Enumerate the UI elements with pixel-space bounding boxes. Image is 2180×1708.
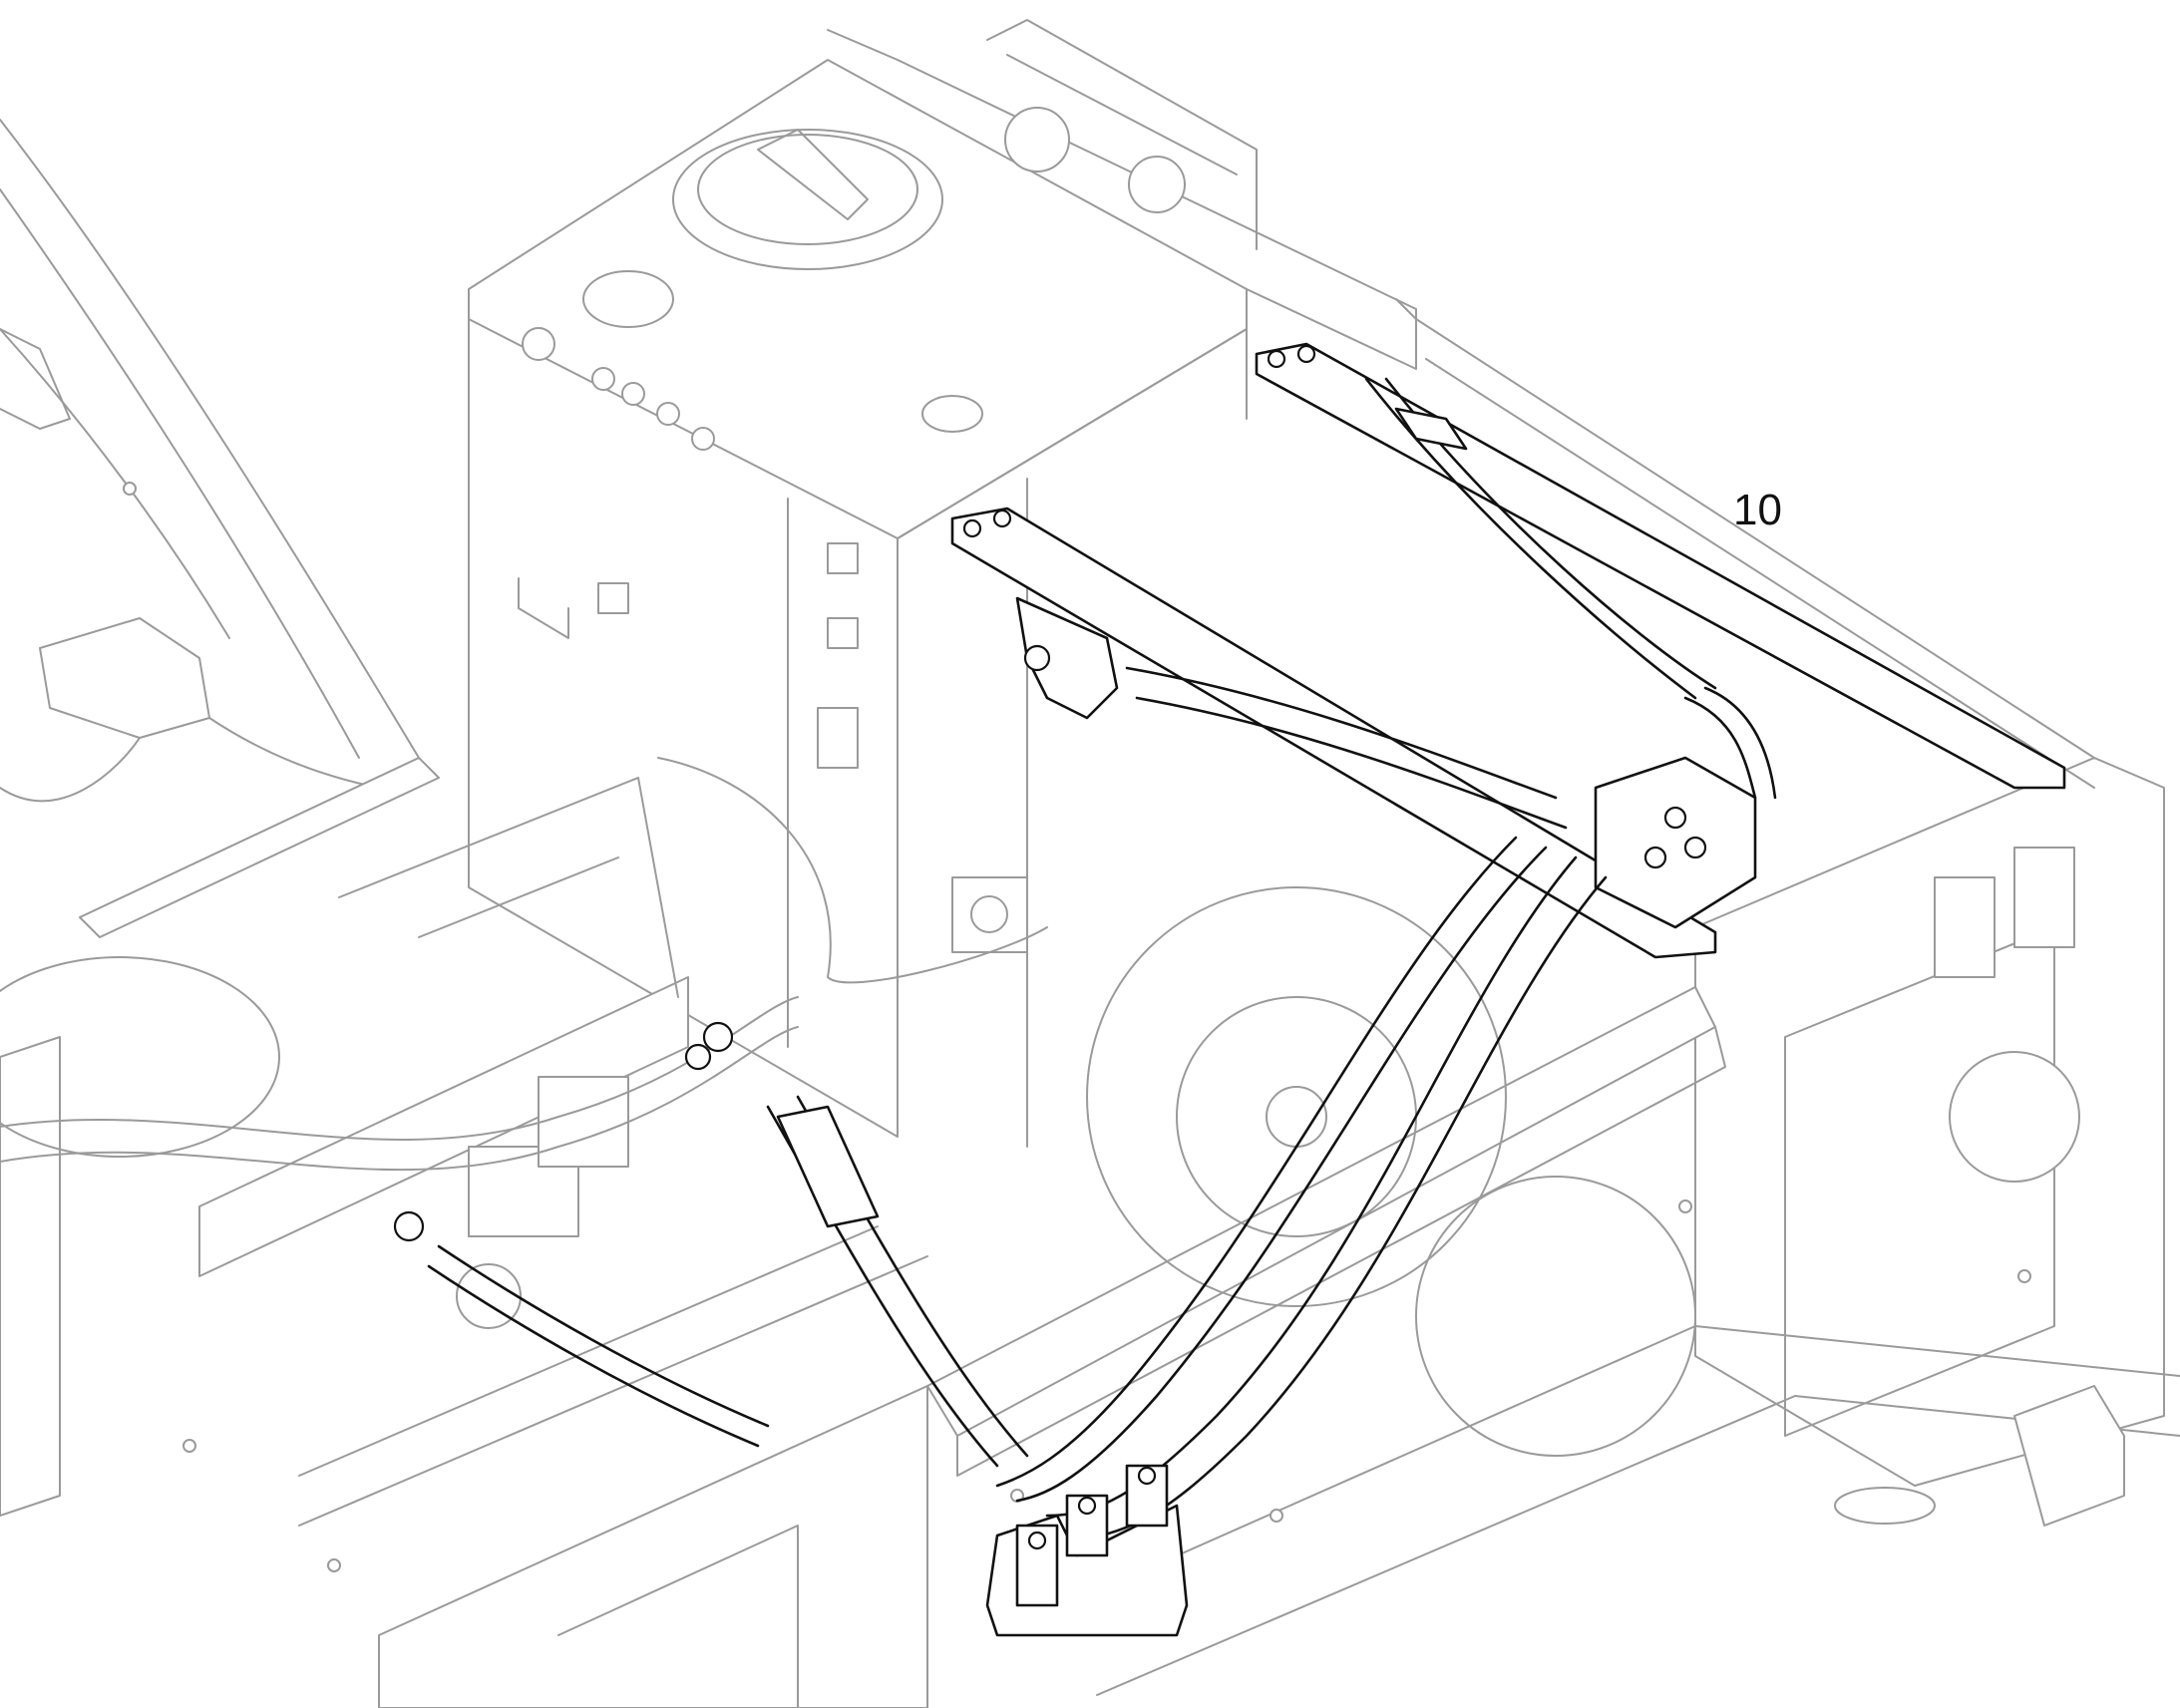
front-cross-member bbox=[926, 986, 1716, 1437]
breather-cap bbox=[1004, 107, 1070, 172]
tank-drain-boss bbox=[921, 395, 983, 433]
tank-clip bbox=[597, 582, 629, 614]
pump-fitting bbox=[702, 1021, 734, 1053]
chassis-bore bbox=[1949, 1051, 2080, 1183]
base-rail bbox=[298, 1225, 928, 1527]
tank-bracket-hook bbox=[518, 577, 569, 639]
clamp-block bbox=[1015, 1524, 1059, 1607]
harness-connector bbox=[39, 617, 210, 739]
harness-cable bbox=[0, 717, 380, 803]
tank-relay bbox=[817, 707, 859, 769]
tank-flange bbox=[582, 270, 674, 328]
valve-block-frame bbox=[198, 976, 689, 1277]
upper-left-bracket bbox=[79, 757, 440, 938]
left-side-plate bbox=[0, 1036, 61, 1517]
lower-left-plate bbox=[378, 1385, 928, 1708]
pump-fitting bbox=[684, 1043, 712, 1071]
lower-left-plate-inner bbox=[557, 1525, 799, 1708]
pump-suction-line bbox=[427, 1244, 770, 1448]
upper-cross-bar-rear bbox=[1255, 342, 2066, 790]
manifold-port bbox=[1683, 836, 1707, 859]
sensor-cable bbox=[657, 757, 1048, 984]
tank-port bbox=[656, 402, 680, 426]
left-drum bbox=[0, 956, 280, 1158]
chassis-top-rail bbox=[1395, 298, 2095, 789]
bell-housing bbox=[1086, 886, 1507, 1307]
pump-body bbox=[538, 1076, 629, 1168]
fitting-port bbox=[1023, 644, 1051, 672]
left-arm-bracket bbox=[0, 328, 71, 430]
level-knob bbox=[1128, 156, 1186, 213]
pump-shaft bbox=[456, 1263, 522, 1329]
tank-port bbox=[522, 327, 555, 361]
return-line bbox=[1683, 686, 1777, 800]
background-machine-frame bbox=[0, 19, 2180, 1708]
return-hose bbox=[0, 996, 799, 1141]
main-hose-inner bbox=[1015, 846, 1548, 1503]
tank-port bbox=[591, 367, 615, 391]
return-hose bbox=[0, 1026, 799, 1172]
hose-sleeve bbox=[776, 1105, 880, 1228]
base-cover bbox=[1834, 1487, 1936, 1525]
loose-bolts bbox=[123, 482, 2031, 1572]
tank-rear-bracket bbox=[827, 29, 1417, 370]
tank-panel-seam bbox=[787, 478, 1028, 1148]
tank-port bbox=[621, 382, 645, 406]
manifold-port bbox=[1643, 846, 1667, 869]
tank-clip bbox=[827, 542, 859, 574]
upper-cross-bar-front bbox=[950, 507, 1717, 959]
clutch-hub bbox=[1266, 1086, 1327, 1148]
front-cross-member-lower bbox=[956, 1026, 1726, 1477]
highlighted-assembly-10 bbox=[393, 342, 2066, 1637]
tank-port bbox=[691, 427, 715, 451]
chassis-window bbox=[2013, 847, 2075, 948]
manifold-port bbox=[1663, 806, 1687, 830]
main-hose-inner bbox=[995, 836, 1518, 1488]
valve-block-frame-rear bbox=[338, 777, 679, 998]
filler-cap-handle bbox=[757, 129, 869, 220]
tank-lifting-handle bbox=[986, 19, 1258, 250]
upper-hose-b bbox=[1135, 696, 1568, 830]
pump-fitting bbox=[393, 1210, 425, 1242]
filler-cap bbox=[672, 129, 943, 270]
chassis-window bbox=[1934, 876, 1996, 978]
rear-clamp-tab bbox=[1394, 407, 1468, 451]
rear-mount-block bbox=[2013, 1385, 2125, 1527]
part-callout-10: 10 bbox=[1733, 486, 1782, 534]
drive-bore bbox=[1415, 1176, 1696, 1457]
upper-hose-a bbox=[1125, 666, 1558, 800]
tank-clip bbox=[827, 617, 859, 649]
main-hose-outer bbox=[1045, 855, 1578, 1518]
hydraulic-tank-side bbox=[897, 328, 1248, 539]
